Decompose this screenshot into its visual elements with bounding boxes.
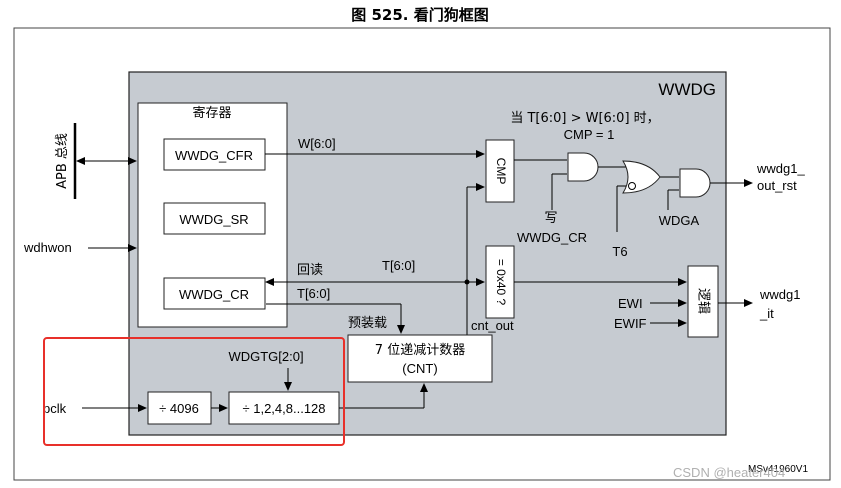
write-target-label: WWDG_CR xyxy=(517,230,587,245)
cnt-out-label: cnt_out xyxy=(471,318,514,333)
it-output-line-1: wwdg1 xyxy=(759,287,800,302)
registers-group-label: 寄存器 xyxy=(192,105,231,121)
readback-label: 回读 xyxy=(297,263,323,278)
cmp-label: CMP xyxy=(494,158,508,185)
register-sr xyxy=(163,202,266,235)
ewi-label: EWI xyxy=(618,296,643,311)
ewif-label: EWIF xyxy=(614,316,647,331)
div4096-label: ÷ 4096 xyxy=(159,401,199,416)
zero-check-label: = 0x40 ? xyxy=(494,259,508,306)
write-label: 写 xyxy=(544,211,557,226)
counter-line-1: 7 位递减计数器 xyxy=(375,343,465,358)
wdhwon-label: wdhwon xyxy=(23,240,72,255)
div-select-label: ÷ 1,2,4,8...128 xyxy=(242,401,325,416)
counter-line-2: (CNT) xyxy=(402,361,437,376)
t6-label: T6 xyxy=(612,244,627,259)
counter-box xyxy=(347,334,493,383)
and-gate-2 xyxy=(679,168,711,198)
figure-code: MSv41960V1 xyxy=(748,464,808,475)
logic-label: 逻辑 xyxy=(696,288,711,314)
rst-output-line-2: out_rst xyxy=(757,178,797,193)
cmp-box xyxy=(485,139,515,203)
div-select-box xyxy=(228,391,340,425)
condition-line-2: CMP = 1 xyxy=(564,127,615,142)
logic-box xyxy=(687,265,719,338)
wwdg-label: WWDG xyxy=(658,80,716,99)
wdgtb-label: WDGTG[2:0] xyxy=(228,349,303,364)
figure-title: 图 525. 看门狗框图 xyxy=(351,6,488,24)
pclk-label: pclk xyxy=(43,401,67,416)
register-cr xyxy=(163,277,266,310)
register-cfr-label: WWDG_CFR xyxy=(175,148,253,163)
div4096-box xyxy=(147,391,212,425)
and-gate-1 xyxy=(567,152,599,182)
watermark: CSDN @heater404 xyxy=(673,465,785,480)
apb-bus-label: APB 总线 xyxy=(55,133,70,189)
register-cr-label: WWDG_CR xyxy=(179,287,249,302)
t-bits-top-label: T[6:0] xyxy=(382,258,415,273)
w-bits-label: W[6:0] xyxy=(298,136,336,151)
t-bits-low-label: T[6:0] xyxy=(297,286,330,301)
rst-output-line-1: wwdg1_ xyxy=(756,161,805,176)
register-sr-label: WWDG_SR xyxy=(179,212,248,227)
it-output-line-2: _it xyxy=(759,306,774,321)
condition-line-1: 当 T[6:0] > W[6:0] 时， xyxy=(510,111,659,126)
t6-inverter-bubble xyxy=(628,182,636,190)
highlight-box xyxy=(43,337,345,446)
wdga-label: WDGA xyxy=(659,213,700,228)
preload-label: 预装载 xyxy=(348,316,387,331)
